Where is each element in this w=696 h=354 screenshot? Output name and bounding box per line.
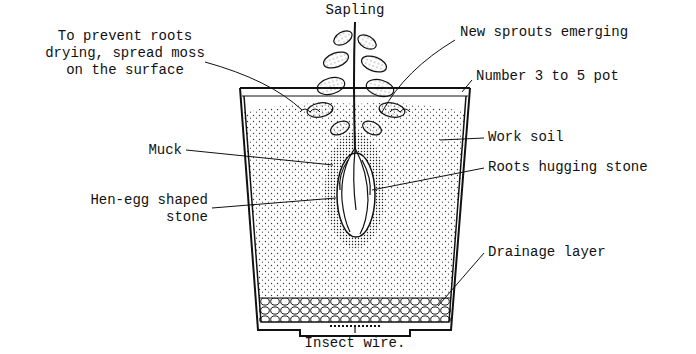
callout-label: Muck (148, 142, 182, 159)
callout-label: Insect wire. (305, 335, 406, 352)
callout-label: Hen-egg shaped stone (58, 192, 208, 226)
callout-label: Sapling (326, 2, 385, 19)
callout-label: Work soil (488, 129, 564, 146)
callout-label: Roots hugging stone (488, 159, 648, 176)
callout-label: Number 3 to 5 pot (476, 68, 619, 85)
callout-label: New sprouts emerging (460, 24, 628, 41)
callout-label: To prevent roots drying, spread moss on … (35, 28, 215, 79)
callout-label: Drainage layer (488, 244, 606, 261)
